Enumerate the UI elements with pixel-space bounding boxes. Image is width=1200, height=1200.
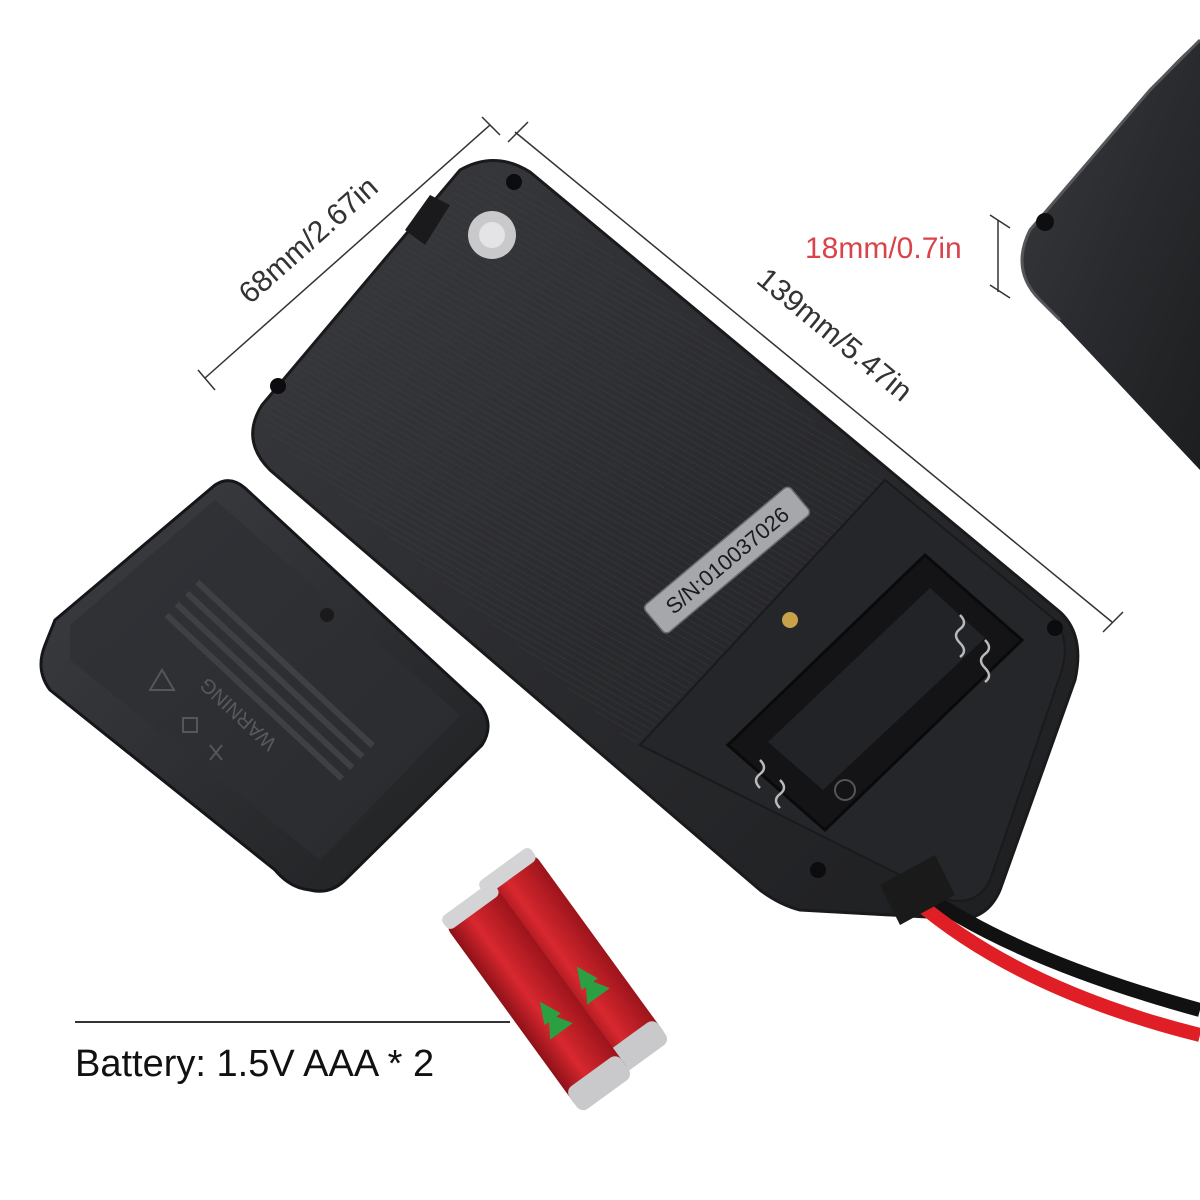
aaa-battery <box>442 883 631 1111</box>
screw-icon <box>270 378 286 394</box>
side-button <box>405 195 450 245</box>
battery-cover: WARNING <box>39 479 490 893</box>
bin-icon <box>209 744 223 761</box>
thickness-label: 18mm/0.7in <box>805 232 962 265</box>
screw-icon <box>810 862 826 878</box>
length-dimension <box>507 121 1124 633</box>
screw-icon <box>506 174 522 190</box>
screw-icon <box>1036 213 1054 231</box>
screw-insert <box>782 612 798 628</box>
cover-warning-text: WARNING <box>164 579 375 781</box>
second-device-corner <box>1020 38 1200 470</box>
spring-contacts <box>754 614 991 809</box>
power-cable <box>880 855 1200 1042</box>
width-dimension <box>197 116 501 391</box>
battery-spec-label: Battery: 1.5V AAA * 2 <box>75 1043 435 1085</box>
square-icon <box>182 717 198 733</box>
battery-compartment <box>725 552 1025 833</box>
cover-screw-icon <box>320 608 334 622</box>
warning-icon <box>148 668 176 691</box>
thickness-dimension <box>989 214 1011 299</box>
screw-icon <box>1047 620 1063 636</box>
